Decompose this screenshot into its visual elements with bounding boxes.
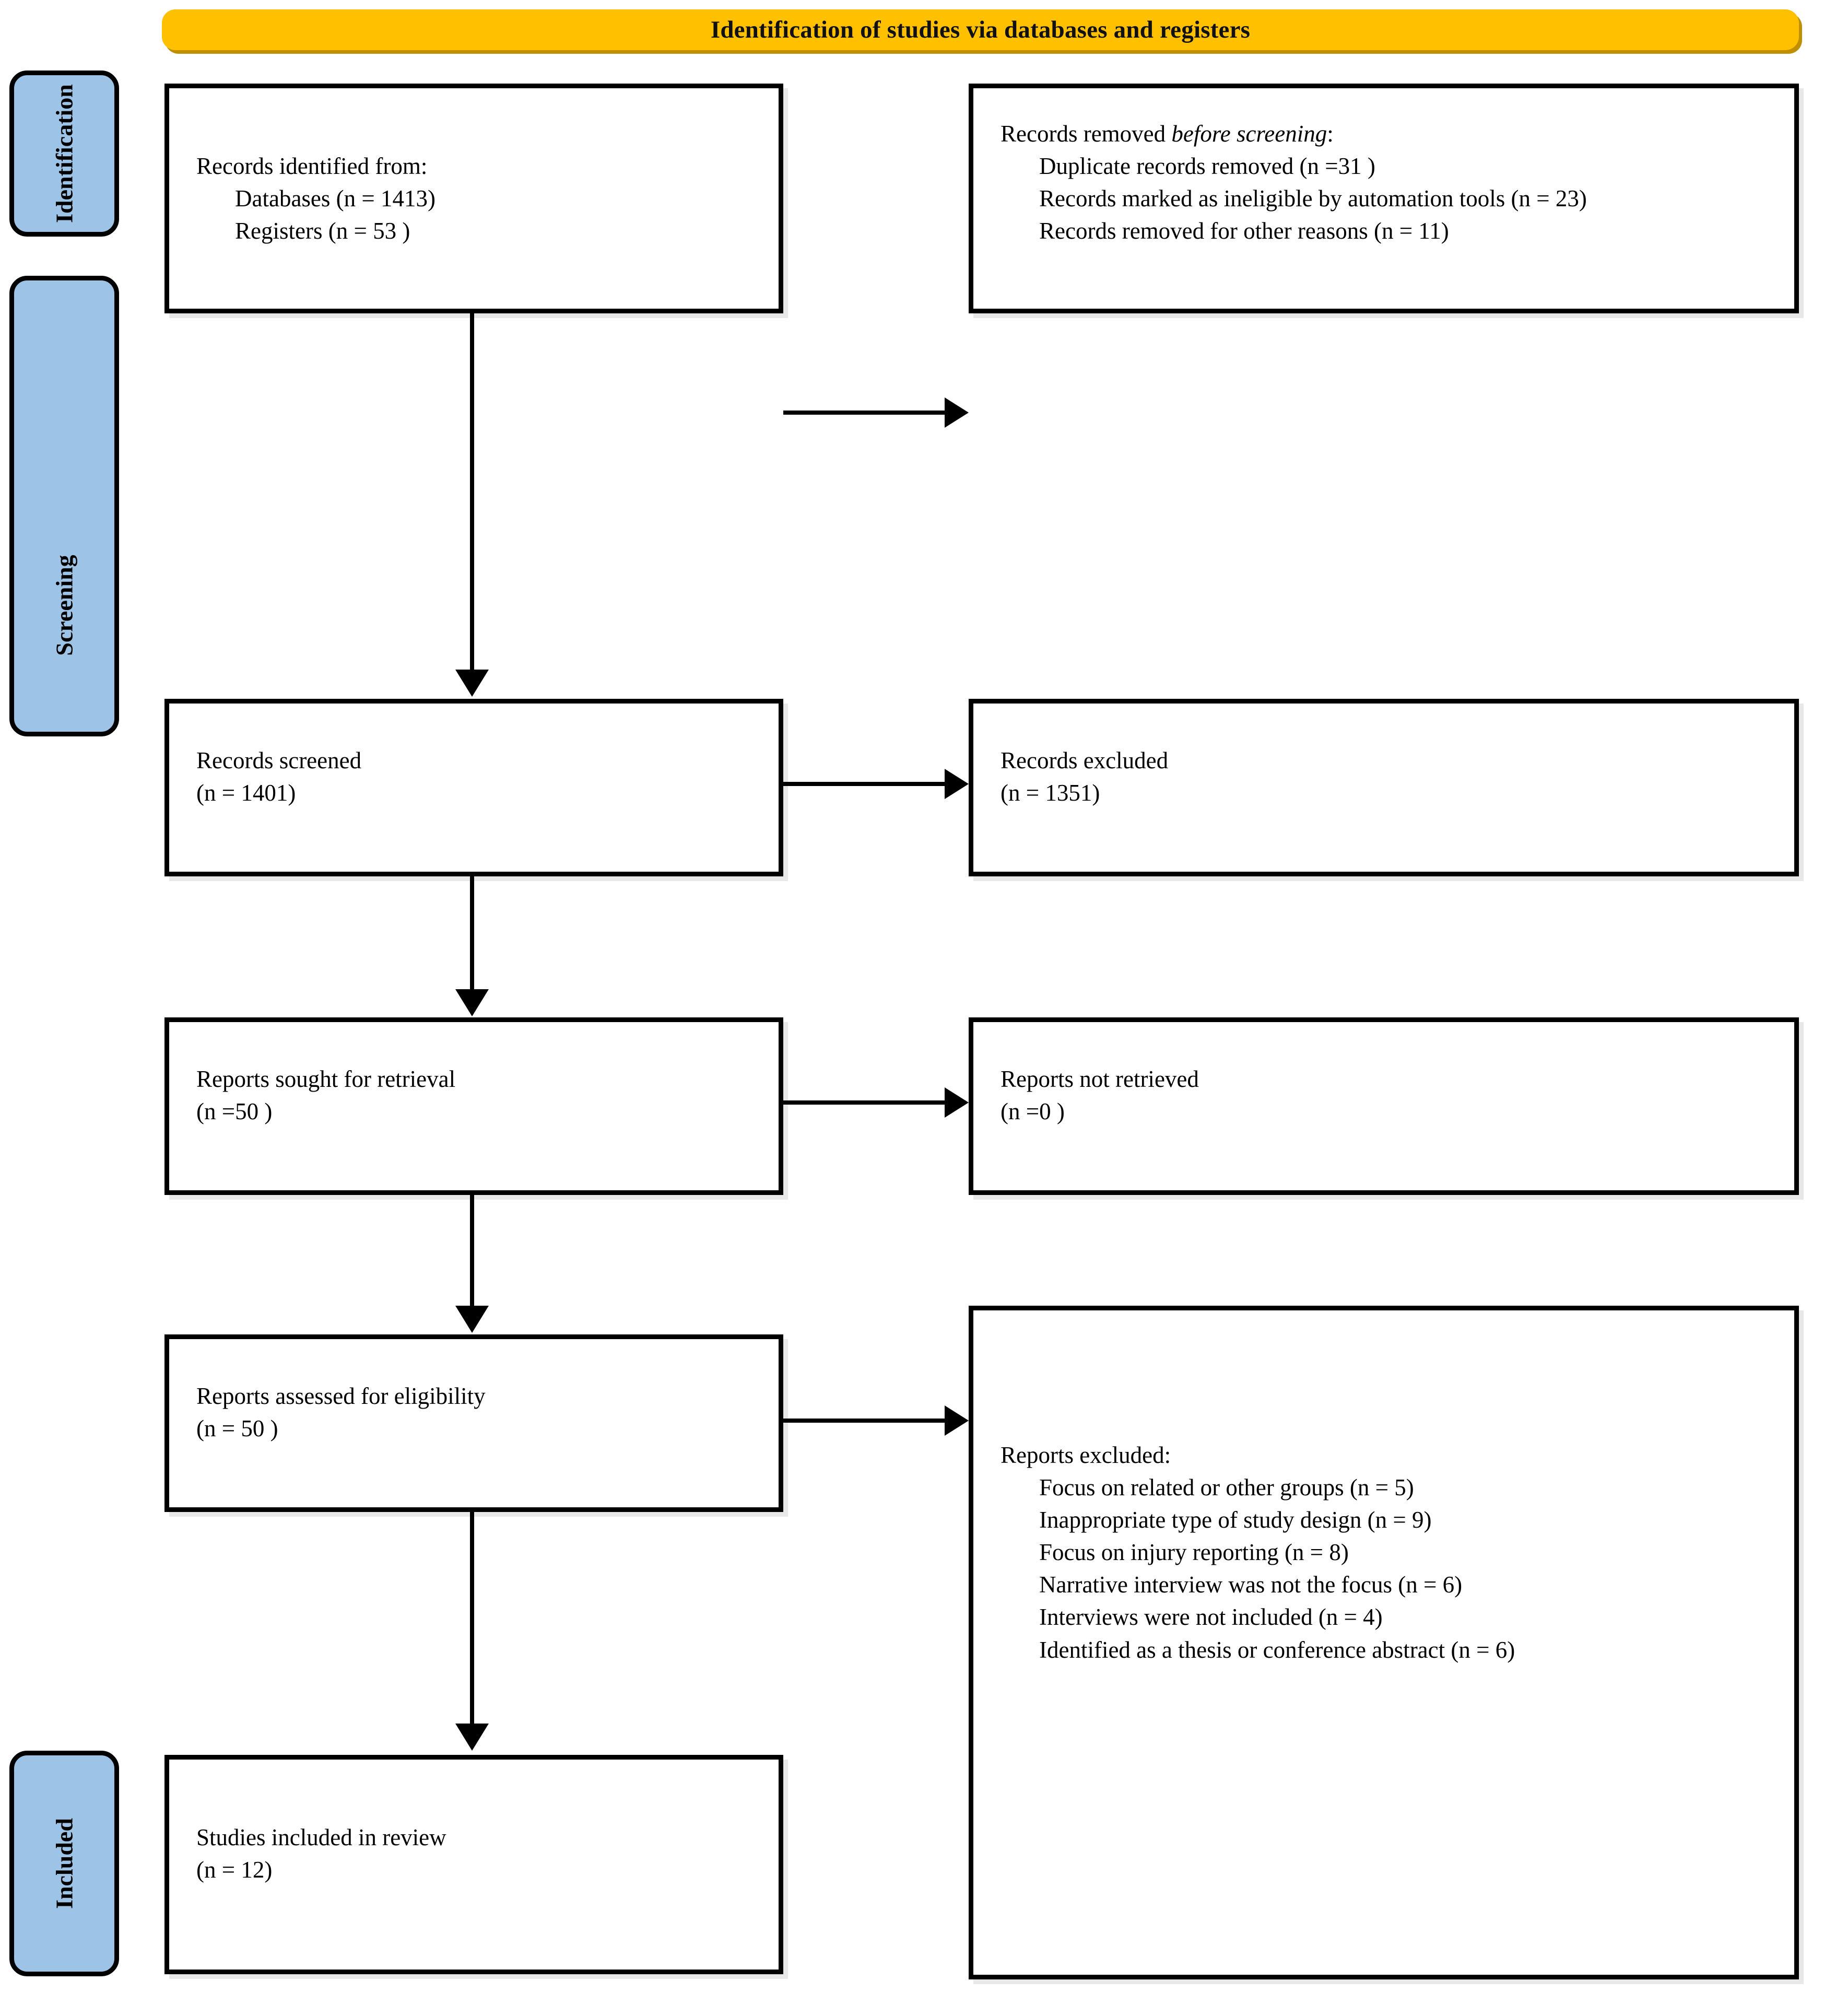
arrow-shaft [470, 313, 474, 673]
box-reports-not-retrieved: Reports not retrieved (n =0 ) [969, 1017, 1799, 1195]
studies-included-line2: (n = 12) [196, 1857, 273, 1883]
reports-not-retrieved-line1: Reports not retrieved [1001, 1066, 1199, 1092]
stage-tab-identification-label: Identification [51, 84, 78, 223]
records-removed-heading-italic: before screening [1171, 121, 1327, 147]
reports-excluded-heading: Reports excluded: [1001, 1442, 1171, 1468]
studies-included-line1: Studies included in review [196, 1824, 446, 1850]
records-screened-line2: (n = 1401) [196, 780, 296, 806]
box-reports-excluded-text: Reports excluded: Focus on related or ot… [1001, 1439, 1778, 1666]
box-records-identified-text: Records identified from: Databases (n = … [196, 150, 762, 247]
arrow-head-down-icon [455, 1306, 489, 1333]
box-records-excluded-text: Records excluded (n = 1351) [1001, 744, 1778, 809]
box-reports-sought-for-retrieval: Reports sought for retrieval (n =50 ) [164, 1017, 783, 1195]
records-removed-item-0: Duplicate records removed (n =31 ) [1039, 153, 1375, 180]
reports-sought-line1: Reports sought for retrieval [196, 1066, 456, 1092]
box-records-removed-text: Records removed before screening: Duplic… [1001, 118, 1778, 247]
records-removed-heading: Records removed before screening: [1001, 121, 1334, 147]
reports-sought-line2: (n =50 ) [196, 1098, 273, 1125]
reports-not-retrieved-line2: (n =0 ) [1001, 1098, 1065, 1125]
box-reports-not-retrieved-text: Reports not retrieved (n =0 ) [1001, 1063, 1778, 1128]
arrow-head-down-icon [455, 670, 489, 697]
stage-tab-screening: Screening [9, 276, 119, 736]
banner-title: Identification of studies via databases … [710, 16, 1251, 43]
reports-excluded-item-0: Focus on related or other groups (n = 5) [1039, 1474, 1414, 1501]
records-removed-heading-prefix: Records removed [1001, 121, 1172, 147]
records-removed-heading-suffix: : [1327, 121, 1334, 147]
records-identified-item-0: Databases (n = 1413) [235, 185, 436, 212]
arrow-shaft [470, 876, 474, 992]
reports-excluded-item-1: Inappropriate type of study design (n = … [1039, 1507, 1432, 1533]
box-reports-sought-text: Reports sought for retrieval (n =50 ) [196, 1063, 762, 1128]
diagram-banner: Identification of studies via databases … [162, 9, 1799, 50]
arrow-head-right-icon [945, 1405, 969, 1436]
arrow-shaft [470, 1195, 474, 1309]
box-records-excluded: Records excluded (n = 1351) [969, 699, 1799, 876]
arrow-head-right-icon [945, 397, 969, 428]
stage-tab-included-label: Included [51, 1818, 78, 1909]
arrow-shaft [470, 1512, 474, 1726]
records-identified-item-1: Registers (n = 53 ) [235, 218, 410, 244]
box-records-removed-before-screening: Records removed before screening: Duplic… [969, 84, 1799, 313]
box-records-screened: Records screened (n = 1401) [164, 699, 783, 876]
reports-excluded-item-2: Focus on injury reporting (n = 8) [1039, 1539, 1349, 1566]
reports-assessed-line1: Reports assessed for eligibility [196, 1383, 486, 1409]
records-removed-item-1: Records marked as ineligible by automati… [1039, 185, 1587, 212]
box-reports-excluded: Reports excluded: Focus on related or ot… [969, 1306, 1799, 1979]
box-studies-included-text: Studies included in review (n = 12) [196, 1821, 762, 1886]
arrow-shaft [783, 411, 949, 415]
records-removed-item-2: Records removed for other reasons (n = 1… [1039, 218, 1449, 244]
records-excluded-line2: (n = 1351) [1001, 780, 1100, 806]
arrow-shaft [783, 1100, 949, 1105]
arrow-head-right-icon [945, 1087, 969, 1118]
arrow-head-down-icon [455, 1724, 489, 1751]
arrow-head-right-icon [945, 769, 969, 799]
arrow-shaft [783, 782, 949, 786]
box-studies-included-in-review: Studies included in review (n = 12) [164, 1755, 783, 1974]
stage-tab-identification: Identification [9, 71, 119, 237]
arrow-head-down-icon [455, 989, 489, 1016]
reports-excluded-item-4: Interviews were not included (n = 4) [1039, 1604, 1383, 1631]
box-records-identified: Records identified from: Databases (n = … [164, 84, 783, 313]
box-reports-assessed-text: Reports assessed for eligibility (n = 50… [196, 1380, 762, 1445]
box-reports-assessed-for-eligibility: Reports assessed for eligibility (n = 50… [164, 1334, 783, 1512]
records-identified-heading: Records identified from: [196, 153, 428, 179]
arrow-shaft [783, 1419, 949, 1423]
records-screened-line1: Records screened [196, 747, 362, 773]
box-records-screened-text: Records screened (n = 1401) [196, 744, 762, 809]
reports-excluded-item-5: Identified as a thesis or conference abs… [1039, 1636, 1515, 1663]
stage-tab-screening-label: Screening [51, 555, 78, 656]
reports-excluded-item-3: Narrative interview was not the focus (n… [1039, 1572, 1463, 1598]
records-excluded-line1: Records excluded [1001, 747, 1169, 773]
reports-assessed-line2: (n = 50 ) [196, 1415, 278, 1442]
stage-tab-included: Included [9, 1751, 119, 1976]
